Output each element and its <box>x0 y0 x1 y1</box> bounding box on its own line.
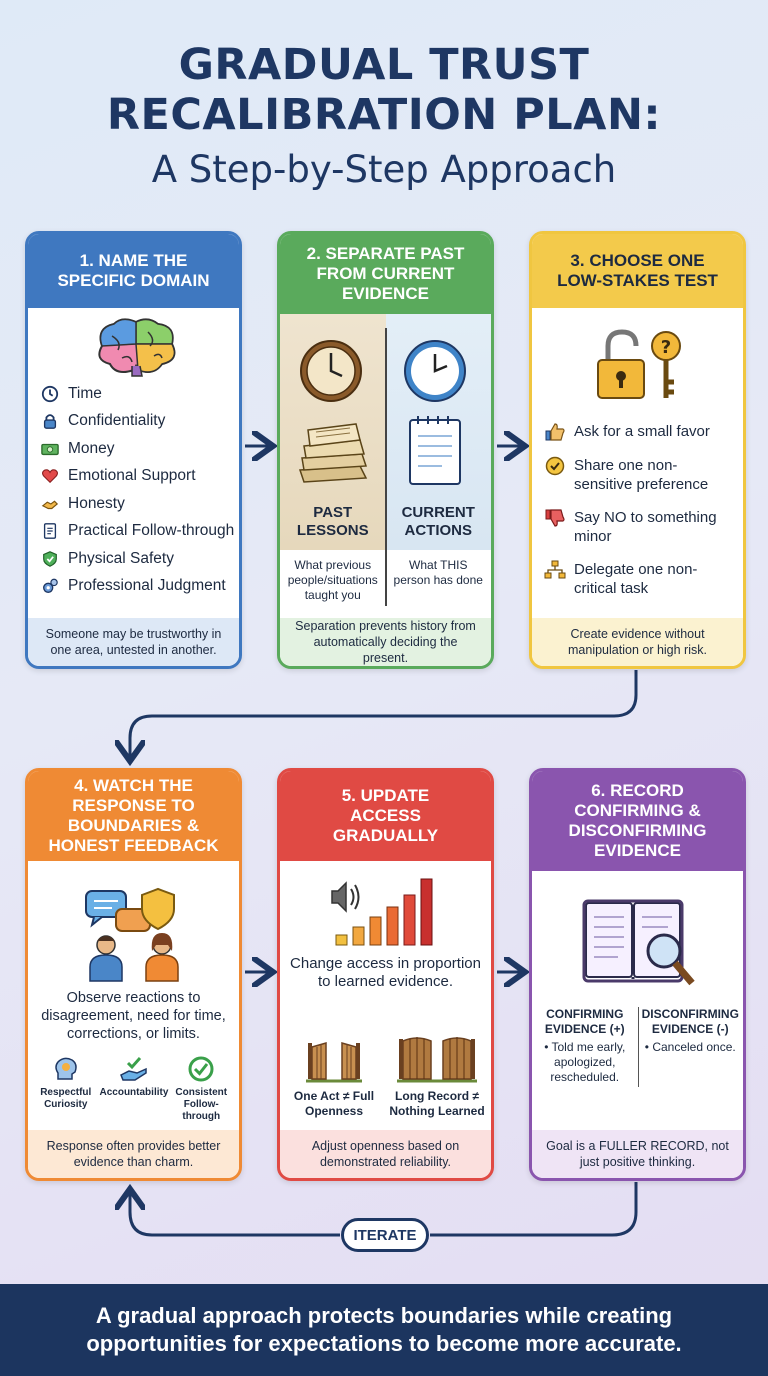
test-say-no: Say NO to something minor <box>544 508 735 546</box>
trait-consistent-follow-through: Consistent Follow-through <box>168 1055 236 1123</box>
step-2-title: 2. SEPARATE PAST FROM CURRENT EVIDENCE <box>280 234 491 314</box>
conversation-people-icon <box>85 887 179 982</box>
money-icon <box>41 443 59 455</box>
page-subtitle: A Step-by-Step Approach <box>151 148 617 191</box>
step-6-title: 6. RECORD CONFIRMING & DISCONFIRMING EVI… <box>532 771 743 871</box>
domain-label: Time <box>68 384 102 402</box>
padlock-key-icon: ? <box>597 329 681 399</box>
confirming-title: CONFIRMING EVIDENCE (+) <box>544 1007 625 1036</box>
step-5-title: 5. UPDATE ACCESS GRADUALLY <box>280 771 491 861</box>
domain-honesty: Honesty <box>40 490 234 518</box>
trait-respectful-curiosity: Respectful Curiosity <box>32 1055 100 1123</box>
org-chart-icon <box>544 560 566 579</box>
step-1-card: 1. NAME THE SPECIFIC DOMAIN Time Confide… <box>25 231 242 669</box>
test-label: Ask for a small favor <box>574 423 710 440</box>
notepad-icon <box>408 416 461 485</box>
domain-label: Confidentiality <box>68 412 166 430</box>
domain-label: Physical Safety <box>68 549 174 567</box>
past-lessons-label: PAST LESSONS <box>296 504 369 539</box>
domain-label: Honesty <box>68 494 125 512</box>
step-4-card: 4. WATCH THE RESPONSE TO BOUNDARIES & HO… <box>25 768 242 1181</box>
step-2-footer: Separation prevents history from automat… <box>280 618 491 666</box>
gears-icon <box>43 578 58 594</box>
thumbs-down-icon <box>545 509 565 527</box>
lock-icon <box>43 414 57 430</box>
arrow-3-to-4 <box>130 670 638 758</box>
svg-text:?: ? <box>661 337 671 358</box>
bottom-message: A gradual approach protects boundaries w… <box>0 1284 768 1376</box>
step-4-footer: Response often provides better evidence … <box>28 1130 239 1178</box>
domain-label: Emotional Support <box>68 467 196 485</box>
domain-practical-follow-through: Practical Follow-through <box>40 518 234 546</box>
test-small-favor: Ask for a small favor <box>544 422 735 442</box>
clock-icon <box>41 385 59 402</box>
step-5-body: Change access in proportion to learned e… <box>290 955 481 990</box>
checklist-icon <box>43 523 57 540</box>
domain-physical-safety: Physical Safety <box>40 545 234 573</box>
check-circle-icon <box>545 456 565 476</box>
past-description: What previous people/situations taught y… <box>287 558 378 602</box>
gate-long-record: Long Record ≠ Nothing Learned <box>387 1033 487 1119</box>
step-3-title: 3. CHOOSE ONE LOW-STAKES TEST <box>532 234 743 308</box>
confirming-evidence: CONFIRMING EVIDENCE (+) • Told me early,… <box>532 1007 638 1085</box>
journal-magnifier-icon <box>582 899 695 986</box>
shield-icon <box>43 550 57 567</box>
volume-bars-icon <box>331 878 433 946</box>
domain-label: Professional Judgment <box>68 577 226 595</box>
test-share-preference: Share one non-sensitive preference <box>544 456 735 494</box>
split-divider <box>384 328 387 606</box>
disconfirming-body: • Canceled once. <box>644 1040 736 1054</box>
thumbs-up-icon <box>545 423 565 441</box>
test-label: Say NO to something minor <box>574 509 717 545</box>
handshake-icon <box>41 500 59 509</box>
disconfirming-title: DISCONFIRMING EVIDENCE (-) <box>641 1007 739 1036</box>
step-6-card: 6. RECORD CONFIRMING & DISCONFIRMING EVI… <box>529 768 746 1181</box>
test-delegate-task: Delegate one non-critical task <box>544 560 735 598</box>
domain-time: Time <box>40 380 234 408</box>
modern-clock-icon <box>403 340 466 402</box>
wide-gate-icon <box>397 1037 477 1083</box>
antique-clock-icon <box>300 340 362 402</box>
current-description: What THIS person has done <box>393 558 483 587</box>
step-5-footer: Adjust openness based on demonstrated re… <box>280 1130 491 1178</box>
iterate-badge: ITERATE <box>341 1218 429 1252</box>
step-1-footer: Someone may be trustworthy in one area, … <box>28 618 239 666</box>
current-panel <box>385 314 491 550</box>
step-4-body: Observe reactions to disagreement, need … <box>41 990 226 1042</box>
step-1-title: 1. NAME THE SPECIFIC DOMAIN <box>28 234 239 308</box>
test-label: Share one non-sensitive preference <box>574 457 709 493</box>
step-3-card: 3. CHOOSE ONE LOW-STAKES TEST ? Ask for … <box>529 231 746 669</box>
step-3-footer: Create evidence without manipulation or … <box>532 618 743 666</box>
domain-label: Money <box>68 439 115 457</box>
step-4-title: 4. WATCH THE RESPONSE TO BOUNDARIES & HO… <box>28 771 239 861</box>
domain-label: Practical Follow-through <box>68 522 235 540</box>
current-actions-label: CURRENT ACTIONS <box>401 504 475 539</box>
hand-check-icon <box>119 1057 147 1081</box>
past-panel <box>280 314 386 550</box>
page-title: GRADUAL TRUST RECALIBRATION PLAN: <box>106 40 662 140</box>
step-2-card: 2. SEPARATE PAST FROM CURRENT EVIDENCE P… <box>277 231 494 669</box>
check-circle-icon <box>188 1056 214 1082</box>
evidence-divider <box>637 1007 639 1087</box>
test-label: Delegate one non-critical task <box>574 561 698 597</box>
disconfirming-evidence: DISCONFIRMING EVIDENCE (-) • Canceled on… <box>638 1007 744 1055</box>
domain-money: Money <box>40 435 234 463</box>
domain-professional-judgment: Professional Judgment <box>40 573 234 601</box>
heart-icon <box>42 469 58 484</box>
domain-emotional-support: Emotional Support <box>40 463 234 491</box>
gate-one-act: One Act ≠ Full Openness <box>284 1033 384 1119</box>
trait-accountability: Accountability <box>100 1055 168 1123</box>
step-6-footer: Goal is a FULLER RECORD, not just positi… <box>532 1130 743 1178</box>
brain-icon <box>98 318 176 377</box>
paper-stack-icon <box>298 423 368 483</box>
confirming-body: • Told me early, apologized, rescheduled… <box>544 1040 626 1084</box>
domain-confidentiality: Confidentiality <box>40 408 234 436</box>
head-question-icon <box>55 1057 77 1080</box>
step-5-card: 5. UPDATE ACCESS GRADUALLY Change access… <box>277 768 494 1181</box>
open-gate-icon <box>306 1042 362 1083</box>
